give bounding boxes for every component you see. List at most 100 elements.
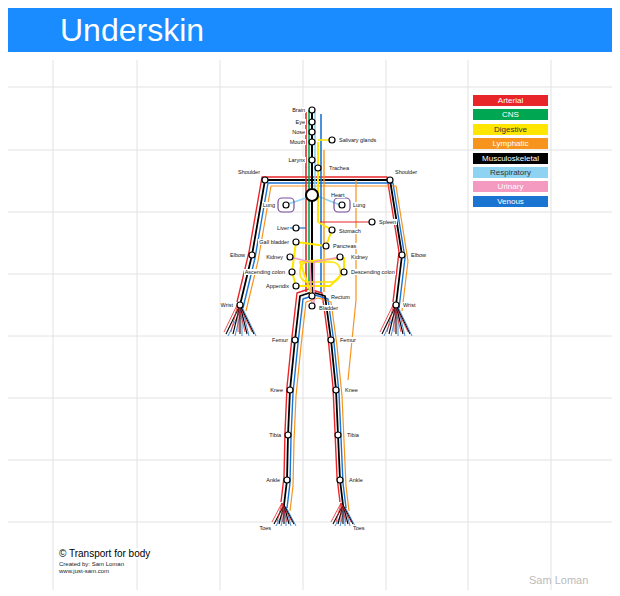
station-name: Rectum [330, 294, 351, 300]
station-name: Ankle [348, 477, 364, 483]
station-name: Liver [276, 225, 290, 231]
station [237, 302, 243, 308]
station-name: Tibia [268, 432, 282, 438]
system-line [380, 303, 394, 332]
legend-swatch: Respiratory [473, 167, 548, 178]
station-name: Descending colon [350, 269, 396, 275]
station-name: Femur [271, 337, 289, 343]
legend-swatch: Digestive [473, 124, 548, 135]
credit-text: Sam Loman [528, 574, 589, 586]
legend-swatch: Musculoskeletal [473, 153, 548, 164]
system-line [318, 298, 349, 511]
grid-line [8, 212, 612, 213]
system-line [281, 289, 309, 502]
station-name: Shoulder [237, 169, 261, 175]
station [329, 137, 335, 143]
legend-text: Respiratory [490, 168, 531, 177]
station [292, 337, 298, 343]
system-line [238, 303, 252, 332]
station-name: Eye [295, 119, 306, 125]
grid-line [8, 398, 612, 399]
station-name: Wrist [220, 302, 234, 308]
station-name: Spleen [378, 219, 397, 225]
system-line [320, 221, 372, 222]
station-name: Salivary glands [338, 137, 377, 143]
grid-line [8, 150, 612, 151]
station-name: Knee [344, 387, 359, 393]
system-line [343, 505, 353, 524]
station-name: Pancreas [332, 243, 357, 249]
legend-swatch: Arterial [473, 95, 548, 106]
station [393, 302, 399, 308]
system-line [290, 257, 312, 306]
station [399, 252, 405, 258]
grid-line [137, 60, 138, 590]
grid-line [468, 60, 469, 590]
legend-swatch: Lymphatic [473, 138, 548, 149]
station [328, 337, 334, 343]
station-name: Appendix [265, 283, 290, 289]
system-line [398, 307, 412, 336]
grid-line [8, 522, 612, 523]
title-banner: Underskin [8, 8, 612, 52]
system-line [237, 177, 309, 302]
credit-text: Created by: Sam Loman [58, 561, 125, 568]
credit-text: © Transport for body [58, 548, 151, 559]
station-name: Kidney [350, 254, 369, 260]
station [283, 202, 289, 208]
station [293, 283, 299, 289]
station-name: Elbow [229, 252, 246, 258]
stations [237, 107, 405, 483]
station [315, 165, 321, 171]
station-name: Gall bladder [258, 239, 290, 245]
system-line [312, 292, 343, 505]
station-name: Trachea [328, 165, 350, 171]
system-line [309, 177, 399, 302]
station [329, 227, 335, 233]
system-line [336, 503, 341, 522]
grid [8, 60, 612, 590]
interchange [306, 189, 318, 201]
station [309, 119, 315, 125]
station [287, 387, 293, 393]
legend-text: Arterial [498, 96, 523, 105]
station [249, 252, 255, 258]
legend-text: Lymphatic [492, 139, 528, 148]
legend-text: CNS [502, 110, 519, 119]
station [323, 243, 329, 249]
grid-line [220, 60, 221, 590]
station [285, 432, 291, 438]
station-name: Lung [352, 202, 366, 208]
station-name: Knee [269, 387, 284, 393]
station [293, 239, 299, 245]
station [369, 219, 375, 225]
system-line [246, 186, 318, 311]
system-line [242, 307, 256, 336]
station [289, 269, 295, 275]
title: Underskin [60, 12, 204, 48]
system-line [323, 150, 324, 292]
station [337, 254, 343, 260]
station-name: Heart [330, 192, 345, 198]
station-name: Wrist [402, 302, 416, 308]
system-line [240, 305, 254, 334]
intestine-loop [300, 262, 340, 282]
station [309, 303, 315, 309]
station-name: Femur [339, 337, 357, 343]
station [337, 477, 343, 483]
station [335, 432, 341, 438]
station [341, 269, 347, 275]
system-line [391, 307, 398, 336]
grid-line [551, 60, 552, 590]
station [309, 157, 315, 163]
station-name: Elbow [410, 252, 427, 258]
grid-line [8, 336, 612, 337]
legend-text: Urinary [498, 182, 524, 191]
system-line [286, 507, 296, 526]
credit-text: www.just-sam.com [58, 568, 110, 575]
station-name: Ankle [265, 477, 281, 483]
grid-line [8, 87, 612, 88]
legend-text: Venous [497, 197, 524, 206]
grid-line [8, 460, 612, 461]
